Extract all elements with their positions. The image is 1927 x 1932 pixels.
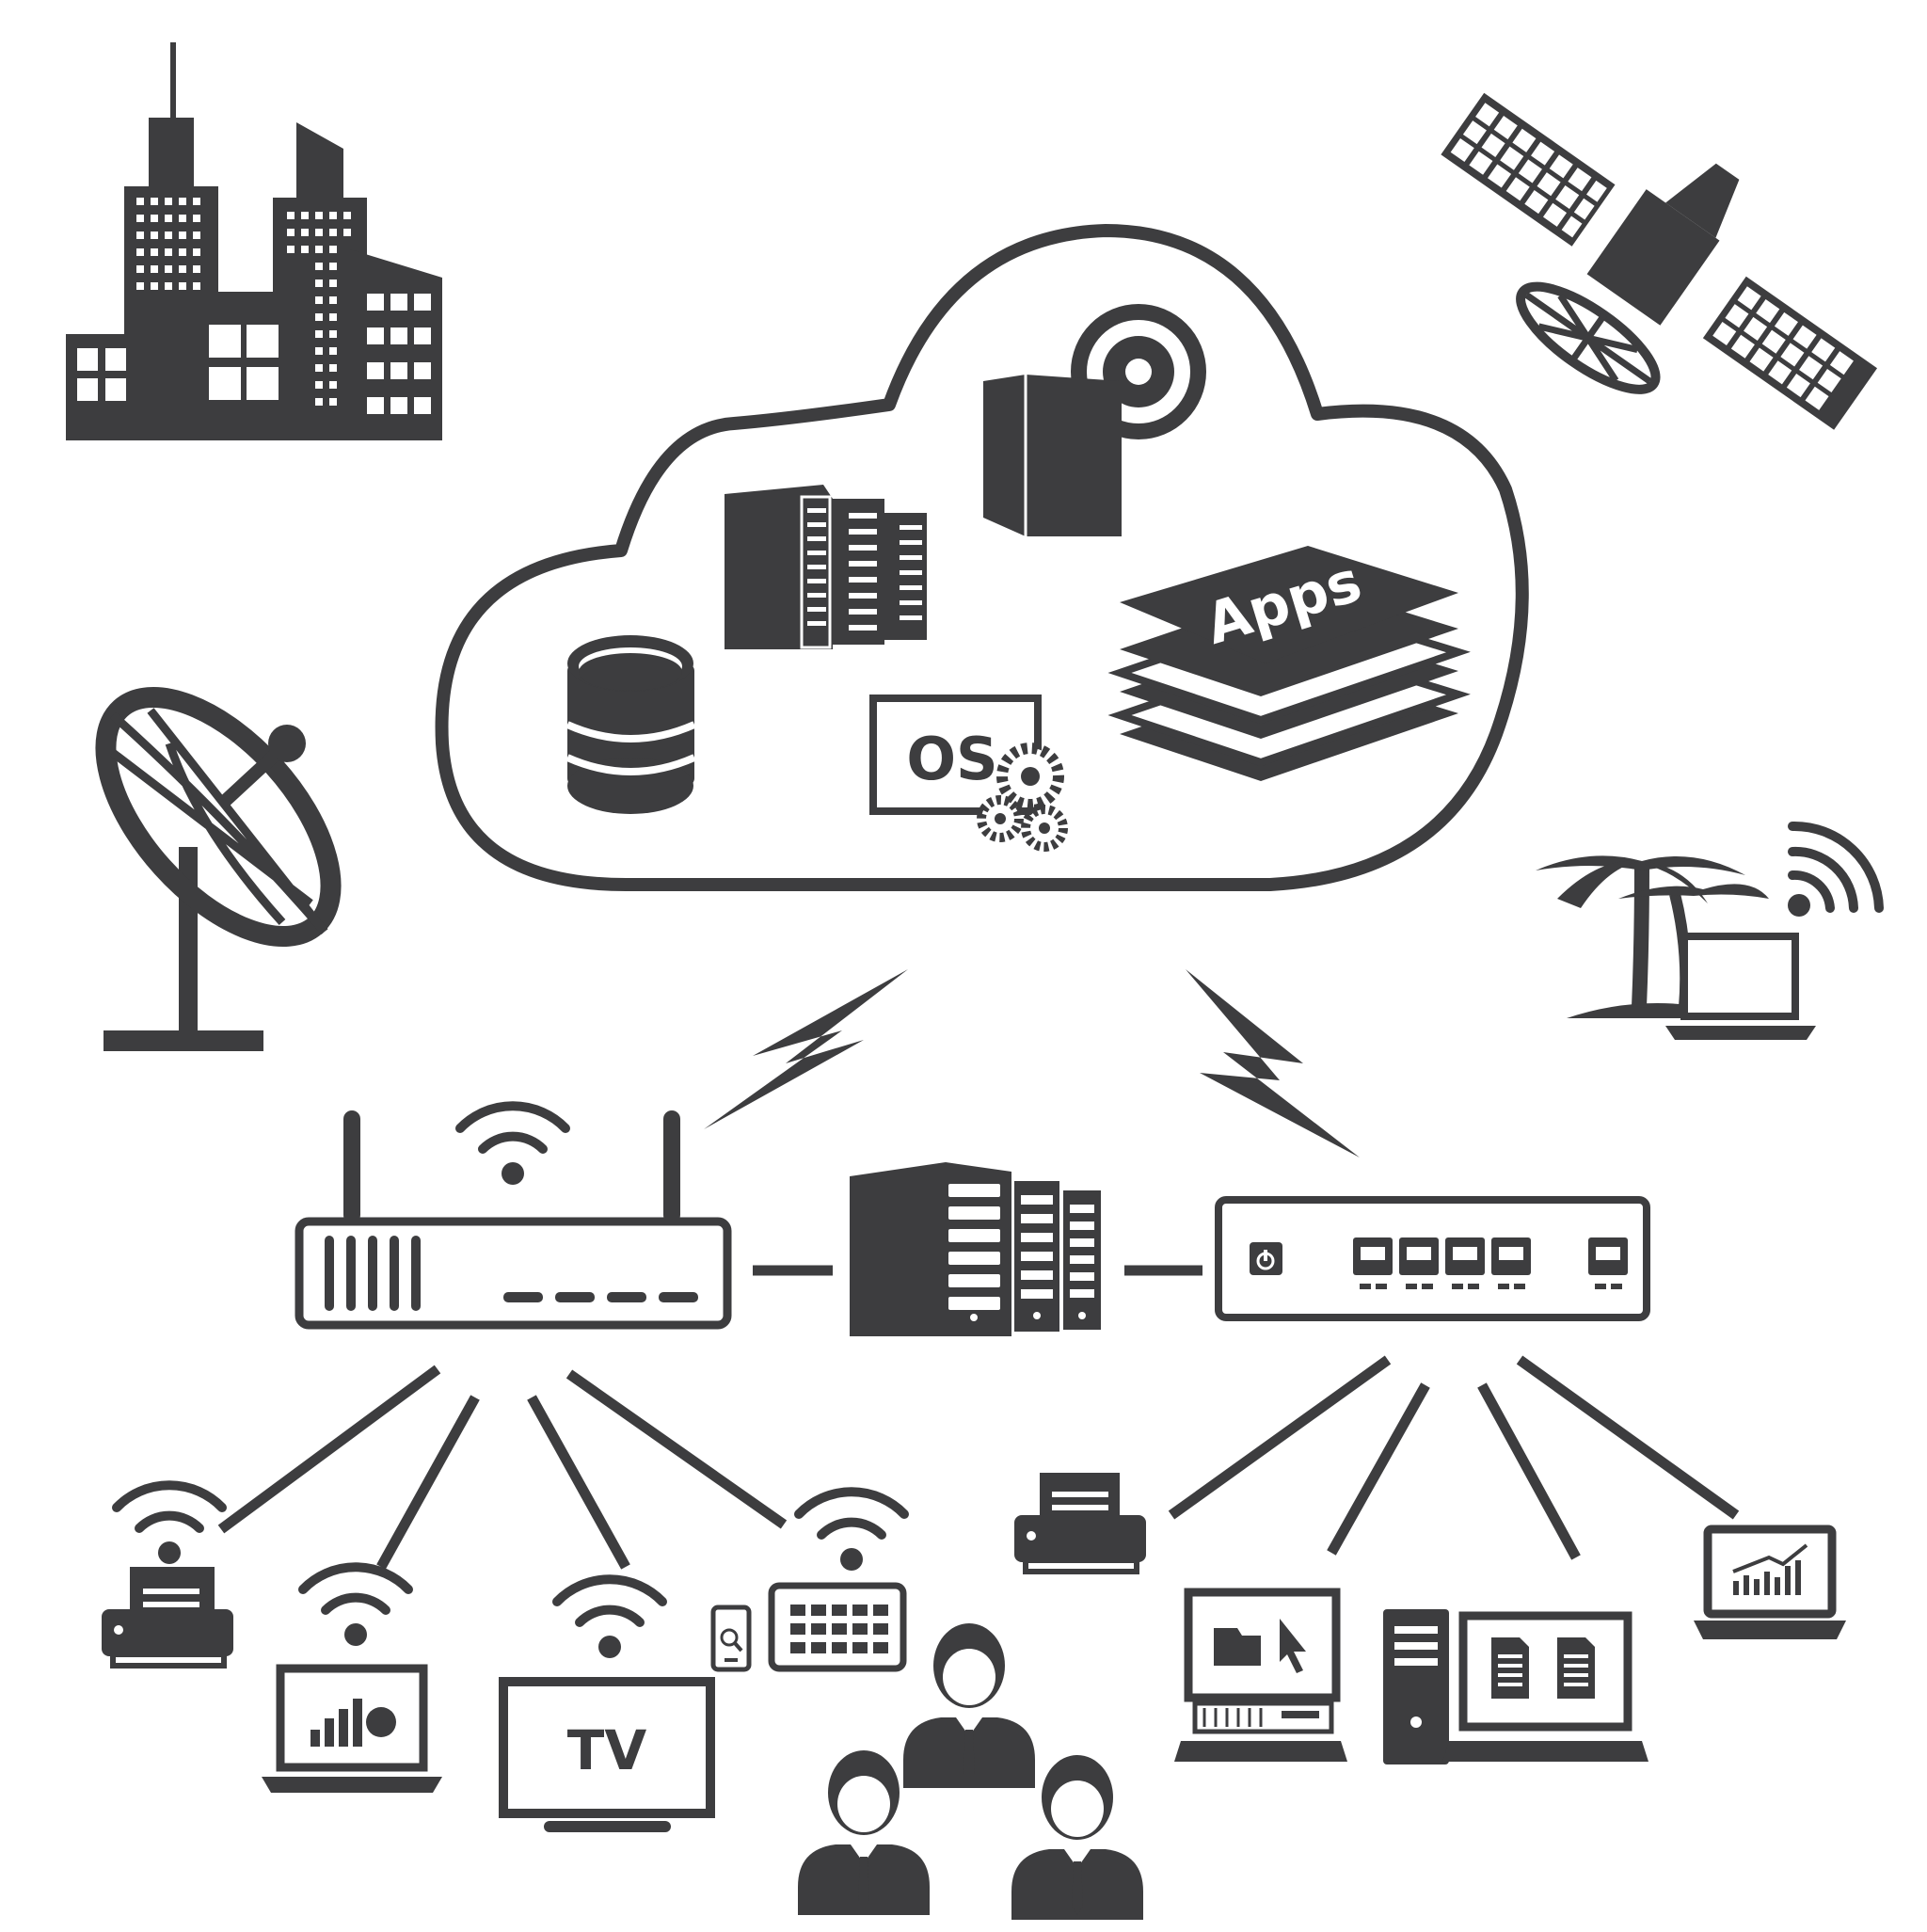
tv-label: TV [567,1718,647,1782]
laptop-icon [262,1567,442,1793]
satellite-dish-icon [95,686,342,1051]
printer-icon [1014,1473,1146,1574]
person-icon [903,1623,1035,1788]
cloud-icon [435,224,1529,891]
database-icon [565,635,696,814]
os-settings-icon: OS [869,695,1068,852]
os-label: OS [906,725,997,793]
desktop-computer-icon [1383,1609,1648,1764]
connector-lines [217,1265,1740,1570]
desktop-computer-icon [1174,1588,1347,1762]
tablet-icon [768,1492,904,1672]
city-buildings-icon [66,42,442,440]
island-laptop-wifi-icon [1536,821,1884,1040]
server-rack-icon [725,485,927,649]
apps-stack-icon: Apps [1107,546,1471,781]
satellite-icon [1441,92,1878,430]
storage-box-icon [983,304,1206,536]
tv-icon: TV [499,1579,715,1832]
laptop-icon [1694,1525,1846,1639]
smartphone-icon [710,1605,752,1672]
lightning-icon [704,969,1360,1158]
server-rack-icon [850,1162,1101,1336]
wifi-router-icon [295,1106,732,1330]
gear-icon [977,742,1068,852]
network-switch-icon [1215,1196,1650,1321]
printer-icon [102,1485,233,1669]
